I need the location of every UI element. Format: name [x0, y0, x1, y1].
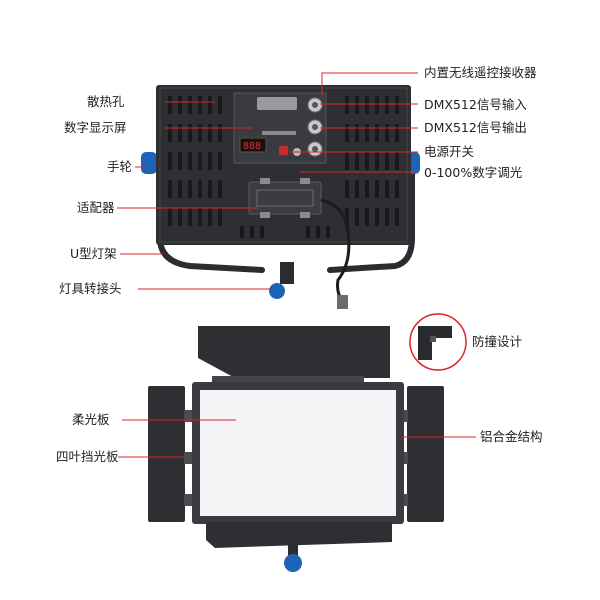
leader-lines-top	[117, 72, 418, 290]
barn-door-top	[198, 326, 390, 378]
leader-lines-bottom	[118, 419, 476, 458]
label-receiver: 内置无线遥控接收器	[424, 65, 537, 80]
label-dmx-in: DMX512信号输入	[424, 97, 527, 112]
digital-display	[239, 137, 267, 153]
label-u-bracket: U型灯架	[70, 246, 117, 261]
label-power-switch: 电源开关	[424, 144, 475, 159]
label-barn-doors: 四叶挡光板	[56, 449, 119, 464]
power-switch	[279, 146, 288, 155]
label-display: 数字显示屏	[64, 120, 127, 135]
svg-text:888: 888	[243, 141, 261, 152]
diffuser-panel	[200, 390, 396, 516]
label-dimming: 0-100%数字调光	[424, 165, 523, 180]
label-adapter: 适配器	[77, 200, 115, 215]
power-cable	[320, 198, 351, 301]
label-alloy-frame: 铝合金结构	[480, 429, 543, 444]
label-dmx-out: DMX512信号输出	[424, 120, 527, 135]
barn-door-right	[407, 386, 444, 522]
label-hand-wheel: 手轮	[107, 159, 133, 174]
label-anti-collision: 防撞设计	[472, 334, 523, 349]
corner-protector-icon	[409, 313, 467, 371]
label-heat-holes: 散热孔	[87, 94, 125, 109]
front-view	[148, 326, 444, 572]
heat-holes-left	[168, 96, 222, 226]
knob-icon-left	[141, 152, 157, 174]
knob-icon-bottom	[269, 283, 285, 299]
label-mount-head: 灯具转接头	[59, 281, 122, 296]
barn-door-left	[148, 386, 185, 522]
barn-door-bottom	[206, 522, 392, 548]
knob-icon-front	[284, 554, 302, 572]
mount-head	[280, 262, 294, 284]
power-adapter	[248, 181, 322, 215]
back-view: 888	[141, 85, 420, 309]
heat-holes-right	[345, 96, 399, 226]
label-diffuser: 柔光板	[72, 412, 110, 427]
